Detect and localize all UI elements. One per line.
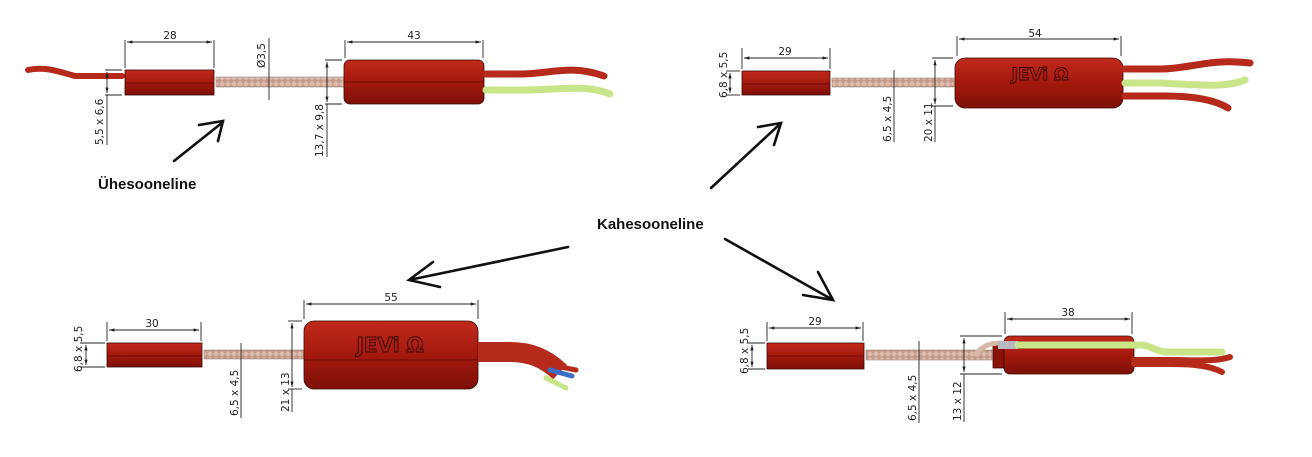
dim-tip-size: 6,8 x 5,5 <box>73 326 85 372</box>
dim-cable-size: 6,5 x 4,5 <box>882 96 894 142</box>
dim-body-length: 43 <box>407 30 420 42</box>
dim-body-length: 38 <box>1061 307 1074 319</box>
tip-sleeve <box>124 69 215 96</box>
tip-sleeve <box>106 342 203 368</box>
dim-body-size: 21 x 13 <box>280 372 292 412</box>
dim-tip-length: 29 <box>808 316 821 328</box>
dim-tip-length: 30 <box>145 318 158 330</box>
dim-body-size: 20 x 11 <box>923 102 935 142</box>
dim-tip-size: 6,8 x 5,5 <box>739 328 751 374</box>
dim-cable-size: 6,5 x 4,5 <box>229 370 241 416</box>
braided-cable <box>215 76 345 88</box>
label-dual-core: Kahesooneline <box>597 216 704 233</box>
sensor-bottom-left: JEVi Ω 30 6,8 x 5,5 6,5 x 4,5 55 21 x 13 <box>73 292 579 418</box>
dim-tip-length: 29 <box>778 46 791 58</box>
wire-green <box>1121 76 1249 89</box>
wire-green <box>543 375 569 391</box>
dim-tip-size: 6,8 x 5,5 <box>718 52 730 98</box>
dim-body-length: 55 <box>384 292 397 304</box>
wire-red <box>553 363 579 373</box>
arrow-single-core <box>172 119 225 163</box>
wire-red-2 <box>1131 361 1225 375</box>
wire-green <box>1014 341 1226 356</box>
label-single-core: Ühesooneline <box>98 176 196 193</box>
dim-body-length: 54 <box>1028 28 1042 40</box>
tip-sleeve <box>741 70 831 96</box>
wire-green <box>482 84 614 98</box>
wire-red <box>1121 58 1254 73</box>
arrow-dual-core-top-right <box>709 121 783 190</box>
dim-body-size: 13 x 12 <box>952 381 964 421</box>
sensor-bottom-right: 29 6,8 x 5,5 6,5 x 4,5 38 13 x 12 <box>739 307 1233 423</box>
arrow-dual-core-bottom-right <box>723 237 836 302</box>
braided-cable <box>203 349 305 360</box>
lead-wire <box>25 65 125 79</box>
sensor-top-right: JEVi Ω 29 6,8 x 5,5 6,5 x 4,5 54 20 x 11 <box>718 28 1254 142</box>
wire-blue <box>547 367 575 379</box>
wire-red <box>1131 354 1233 364</box>
dim-tip-length: 28 <box>163 30 176 42</box>
outer-jacket <box>478 342 567 380</box>
dim-tip-size: 5,5 x 6,6 <box>94 98 106 145</box>
dim-cable-size: 6,5 x 4,5 <box>907 375 919 421</box>
arrow-dual-core-bottom-left <box>405 245 570 289</box>
wire-red <box>482 66 608 80</box>
sensor-top-left: 28 5,5 x 6,6 Ø3,5 43 13,7 x 9,8 <box>25 30 614 157</box>
wire-red-2 <box>1121 92 1232 112</box>
dim-body-size: 13,7 x 9,8 <box>314 104 326 157</box>
dim-cable-diameter: Ø3,5 <box>256 43 268 68</box>
braided-cable <box>831 77 955 88</box>
brand-logo: JEVi Ω <box>1011 65 1069 85</box>
brand-logo: JEVi Ω <box>354 333 423 357</box>
braided-cable <box>865 349 993 361</box>
